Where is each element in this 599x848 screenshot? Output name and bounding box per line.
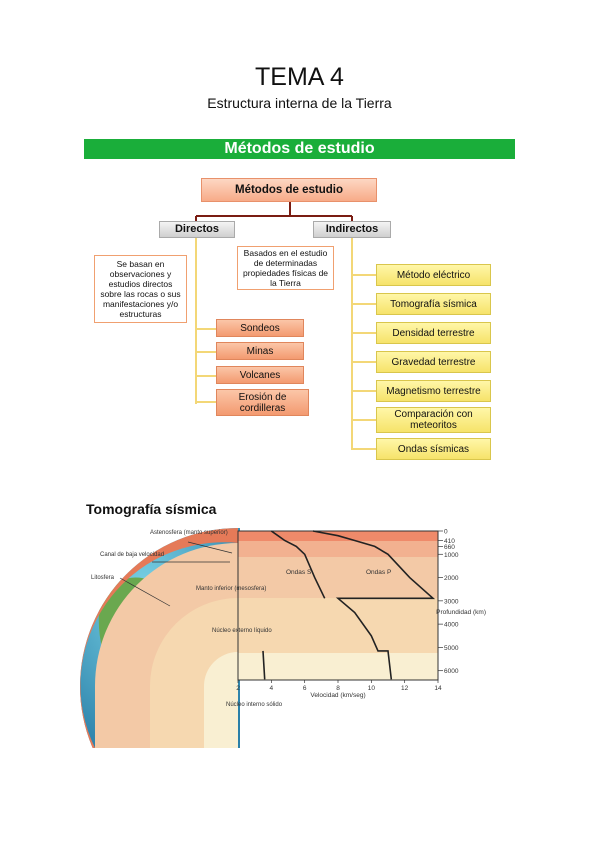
indirect-item-densidad: Densidad terrestre — [376, 322, 491, 344]
direct-note: Se basan en observaciones y estudios dir… — [94, 255, 187, 323]
root-node: Métodos de estudio — [201, 178, 377, 202]
label-canal: Canal de baja velocidad — [100, 552, 164, 558]
y-tick-label: 0 — [444, 529, 448, 536]
direct-item-sondeos: Sondeos — [216, 319, 304, 337]
label-litosfera: Litosfera — [91, 575, 115, 581]
series-line-ondas-s — [262, 530, 326, 680]
y-tick-label: 1000 — [444, 552, 459, 559]
indirect-item-electrico: Método eléctrico — [376, 264, 491, 286]
indirect-item-gravedad: Gravedad terrestre — [376, 351, 491, 373]
x-tick-label: 14 — [434, 685, 442, 692]
page-subtitle: Estructura interna de la Tierra — [207, 95, 392, 111]
band-inner-core — [238, 653, 438, 680]
direct-item-erosion: Erosión de cordilleras — [216, 389, 309, 416]
band-outer-core — [238, 598, 438, 653]
y-tick-label: 410 — [444, 538, 455, 545]
y-tick-label: 2000 — [444, 575, 459, 582]
x-tick-label: 10 — [368, 685, 376, 692]
x-tick-label: 8 — [336, 685, 340, 692]
chart-xlabel: Velocidad (km/seg) — [310, 692, 365, 699]
band-upper-mantle — [238, 541, 438, 557]
y-tick-label: 660 — [444, 544, 455, 551]
label-astenosfera: Astenosfera (manto superior) — [150, 530, 228, 536]
y-tick-label: 4000 — [444, 622, 459, 629]
label-manto-inferior: Manto inferior (mesosfera) — [196, 586, 266, 592]
x-tick-label: 4 — [270, 685, 274, 692]
x-tick-label: 12 — [401, 685, 409, 692]
indirect-item-magnetismo: Magnetismo terrestre — [376, 380, 491, 402]
y-tick-label: 3000 — [444, 598, 459, 605]
label-ondas-s: Ondas S — [286, 569, 312, 576]
chart-ylabel: Profundidad (km) — [436, 609, 486, 616]
y-tick-label: 5000 — [444, 645, 459, 652]
indirect-item-ondas: Ondas sísmicas — [376, 438, 491, 460]
band-lower-mantle — [238, 557, 438, 598]
label-ondas-p: Ondas P — [366, 569, 391, 576]
x-tick-label: 2 — [236, 685, 240, 692]
indirect-note: Basados en el estudio de determinadas pr… — [237, 246, 334, 290]
indirect-item-meteoritos: Comparación con meteoritos — [376, 407, 491, 433]
indirect-item-tomografia: Tomografía sísmica — [376, 293, 491, 315]
direct-item-minas: Minas — [216, 342, 304, 360]
y-tick-label: 6000 — [444, 668, 459, 675]
x-tick-label: 6 — [303, 685, 307, 692]
direct-node: Directos — [159, 221, 235, 238]
label-nucleo-externo: Núcleo externo líquido — [212, 628, 272, 634]
label-nucleo-interno: Núcleo interno sólido — [226, 702, 283, 708]
series-line-ondas-p — [312, 530, 436, 680]
direct-item-volcanes: Volcanes — [216, 366, 304, 384]
section-title-tomografia: Tomografía sísmica — [86, 501, 217, 517]
section-banner: Métodos de estudio — [84, 139, 515, 159]
indirect-node: Indirectos — [313, 221, 391, 238]
page-title: TEMA 4 — [255, 63, 344, 91]
